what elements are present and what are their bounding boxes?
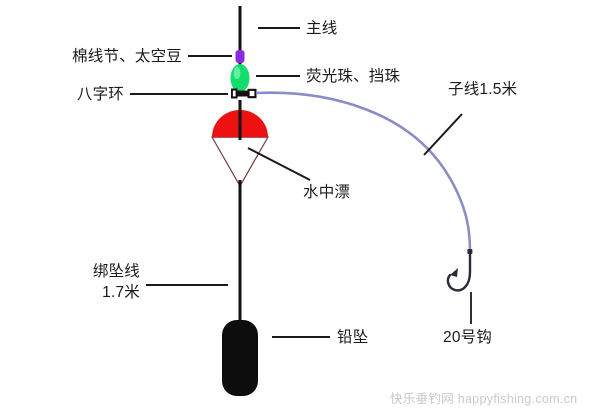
label-fluorescent-bead: 荧光珠、挡珠 — [306, 68, 401, 85]
fluorescent-bead-highlight — [233, 67, 241, 79]
underwater-float-cone — [210, 136, 270, 188]
fluorescent-bead-icon — [230, 64, 250, 92]
swivel-icon — [231, 88, 257, 99]
label-sinker-line-length: 1.7米 — [102, 284, 140, 301]
label-sinker-line-name: 绑坠线 — [92, 263, 140, 280]
label-lead-sinker: 铅坠 — [337, 329, 369, 346]
fish-hook-icon — [446, 249, 473, 292]
label-swivel: 八字环 — [76, 86, 124, 103]
label-leader-line: 子线1.5米 — [448, 81, 518, 98]
label-hook: 20号钩 — [443, 329, 493, 346]
leader-leader-line-label — [423, 113, 463, 156]
label-underwater-float: 水中漂 — [303, 184, 351, 201]
lead-sinker-icon — [222, 320, 258, 396]
space-bean-icon — [235, 50, 245, 63]
label-space-bean: 棉线节、太空豆 — [72, 48, 182, 65]
watermark: 快乐垂钓网 happyfishing.com.cn — [390, 392, 578, 406]
label-main-line: 主线 — [306, 20, 338, 37]
leader-line — [255, 91, 472, 254]
leader-float-label — [247, 147, 311, 181]
